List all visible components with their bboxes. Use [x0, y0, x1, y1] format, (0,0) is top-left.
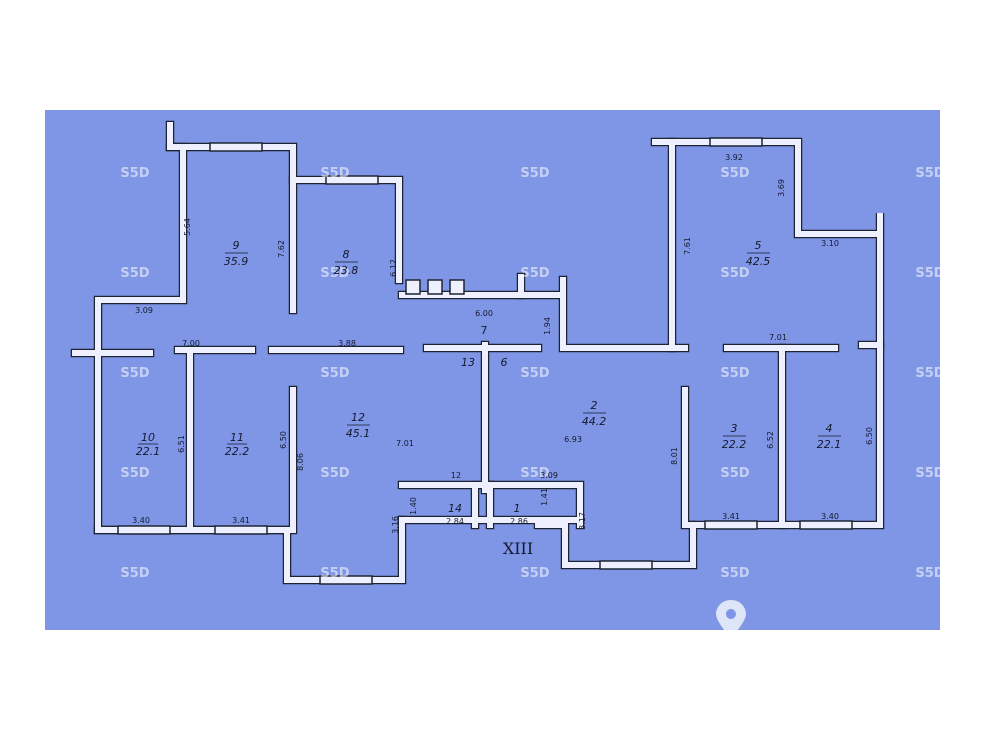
- watermark-text: S5D: [120, 266, 149, 281]
- dimension-label: 8.01: [670, 447, 679, 465]
- watermark-text: S5D: [320, 266, 349, 281]
- dimension-label: 8.06: [296, 453, 305, 471]
- watermark-text: S5D: [120, 566, 149, 581]
- dimension-label: 1.94: [543, 317, 552, 335]
- windows: [117, 137, 853, 585]
- walls: [72, 122, 883, 583]
- dimension-label: 3.09: [135, 306, 153, 315]
- room-6-number: 6: [501, 356, 508, 369]
- watermark-text: S5D: [520, 466, 549, 481]
- watermark-text: S5D: [720, 166, 749, 181]
- watermark-text: S5D: [520, 566, 549, 581]
- dimension-label: 1.41: [540, 488, 549, 506]
- dimension-label: 7.00: [182, 339, 200, 348]
- dimension-label: 3.09: [540, 471, 558, 480]
- location-pin-icon: [716, 600, 746, 638]
- dimension-label: 2.86: [510, 517, 528, 526]
- dimension-label: 6.51: [177, 435, 186, 453]
- room-12-number: 12: [351, 411, 365, 424]
- dimension-label: 3.88: [338, 339, 356, 348]
- watermark-text: S5D: [915, 266, 944, 281]
- dimension-label: 2.84: [446, 517, 464, 526]
- room-12-area: 45.1: [346, 427, 371, 440]
- section-label: XIII: [503, 539, 533, 558]
- room-8-number: 8: [343, 248, 350, 261]
- watermark-text: S5D: [915, 166, 944, 181]
- dimension-label: 7.01: [769, 333, 787, 342]
- brand-logo: циан: [716, 600, 847, 659]
- watermark-text: S5D: [520, 166, 549, 181]
- dimension-label: 3.10: [821, 239, 839, 248]
- dimension-label: 1.40: [409, 497, 418, 515]
- dimension-labels: 5.64 7.62 6.12 3.09 7.00 3.88 6.00 1.94 3.92 3.69…: [132, 153, 874, 534]
- watermark-layer: S5D S5D S5D S5D S5D S5D S5D S5D S5D S5D S5D S5D S5D S…: [120, 166, 944, 581]
- watermark-text: S5D: [720, 366, 749, 381]
- room-2-number: 2: [591, 399, 598, 412]
- ventilation-shafts: [405, 279, 465, 295]
- room-10-area: 22.1: [136, 445, 161, 458]
- watermark-text: S5D: [320, 466, 349, 481]
- room-5-area: 42.5: [746, 255, 771, 268]
- watermark-text: S5D: [320, 166, 349, 181]
- watermark-text: S5D: [520, 366, 549, 381]
- brand-name: циан: [752, 619, 847, 659]
- dimension-label: 6.50: [279, 431, 288, 449]
- dimension-label: 6.12: [389, 259, 398, 277]
- watermark-text: S5D: [320, 366, 349, 381]
- watermark-text: S5D: [120, 166, 149, 181]
- dimension-label: 5.64: [183, 218, 192, 236]
- dimension-label: 3.40: [132, 516, 150, 525]
- dimension-label: 3.41: [232, 516, 250, 525]
- room-labels: 9 35.9 8 23.8 5 42.5 10 22.1 11 22.2 12 …: [136, 239, 842, 558]
- room-11-number: 11: [230, 431, 244, 444]
- watermark-text: S5D: [720, 266, 749, 281]
- room-2-area: 44.2: [582, 415, 607, 428]
- watermark-text: S5D: [915, 366, 944, 381]
- dimension-label: 3.92: [725, 153, 743, 162]
- room-1-number: 1: [514, 502, 521, 515]
- dimension-label: 3.69: [777, 179, 786, 197]
- watermark-text: S5D: [120, 466, 149, 481]
- watermark-text: S5D: [720, 566, 749, 581]
- dimension-label: 3.41: [722, 512, 740, 521]
- watermark-text: S5D: [915, 566, 944, 581]
- dimension-label: 7.01: [396, 439, 414, 448]
- dimension-label: 3.40: [821, 512, 839, 521]
- dimension-label: 6.93: [564, 435, 582, 444]
- room-9-area: 35.9: [224, 255, 249, 268]
- dimension-label: 6.52: [766, 431, 775, 449]
- room-9-number: 9: [233, 239, 240, 252]
- room-10-number: 10: [141, 431, 155, 444]
- dimension-label: 6.00: [475, 309, 493, 318]
- room-5-number: 5: [755, 239, 762, 252]
- dimension-label: 3.17: [578, 512, 587, 530]
- dimension-label: 7.62: [277, 240, 286, 258]
- room-4-number: 4: [826, 422, 833, 435]
- room-3-area: 22.2: [722, 438, 747, 451]
- dimension-label: 12: [451, 471, 461, 480]
- dimension-label: 7.61: [683, 237, 692, 255]
- watermark-text: S5D: [915, 466, 944, 481]
- watermark-text: S5D: [320, 566, 349, 581]
- dimension-label: 3.16: [391, 516, 400, 534]
- room-14-number: 14: [448, 502, 462, 515]
- room-11-area: 22.2: [225, 445, 250, 458]
- room-13-number: 13: [461, 356, 475, 369]
- dimension-label: 6.50: [865, 427, 874, 445]
- room-8-area: 23.8: [334, 264, 359, 277]
- room-4-area: 22.1: [817, 438, 842, 451]
- watermark-text: S5D: [720, 466, 749, 481]
- watermark-text: S5D: [520, 266, 549, 281]
- room-3-number: 3: [731, 422, 738, 435]
- watermark-text: S5D: [120, 366, 149, 381]
- corridor-label: 7: [481, 324, 488, 337]
